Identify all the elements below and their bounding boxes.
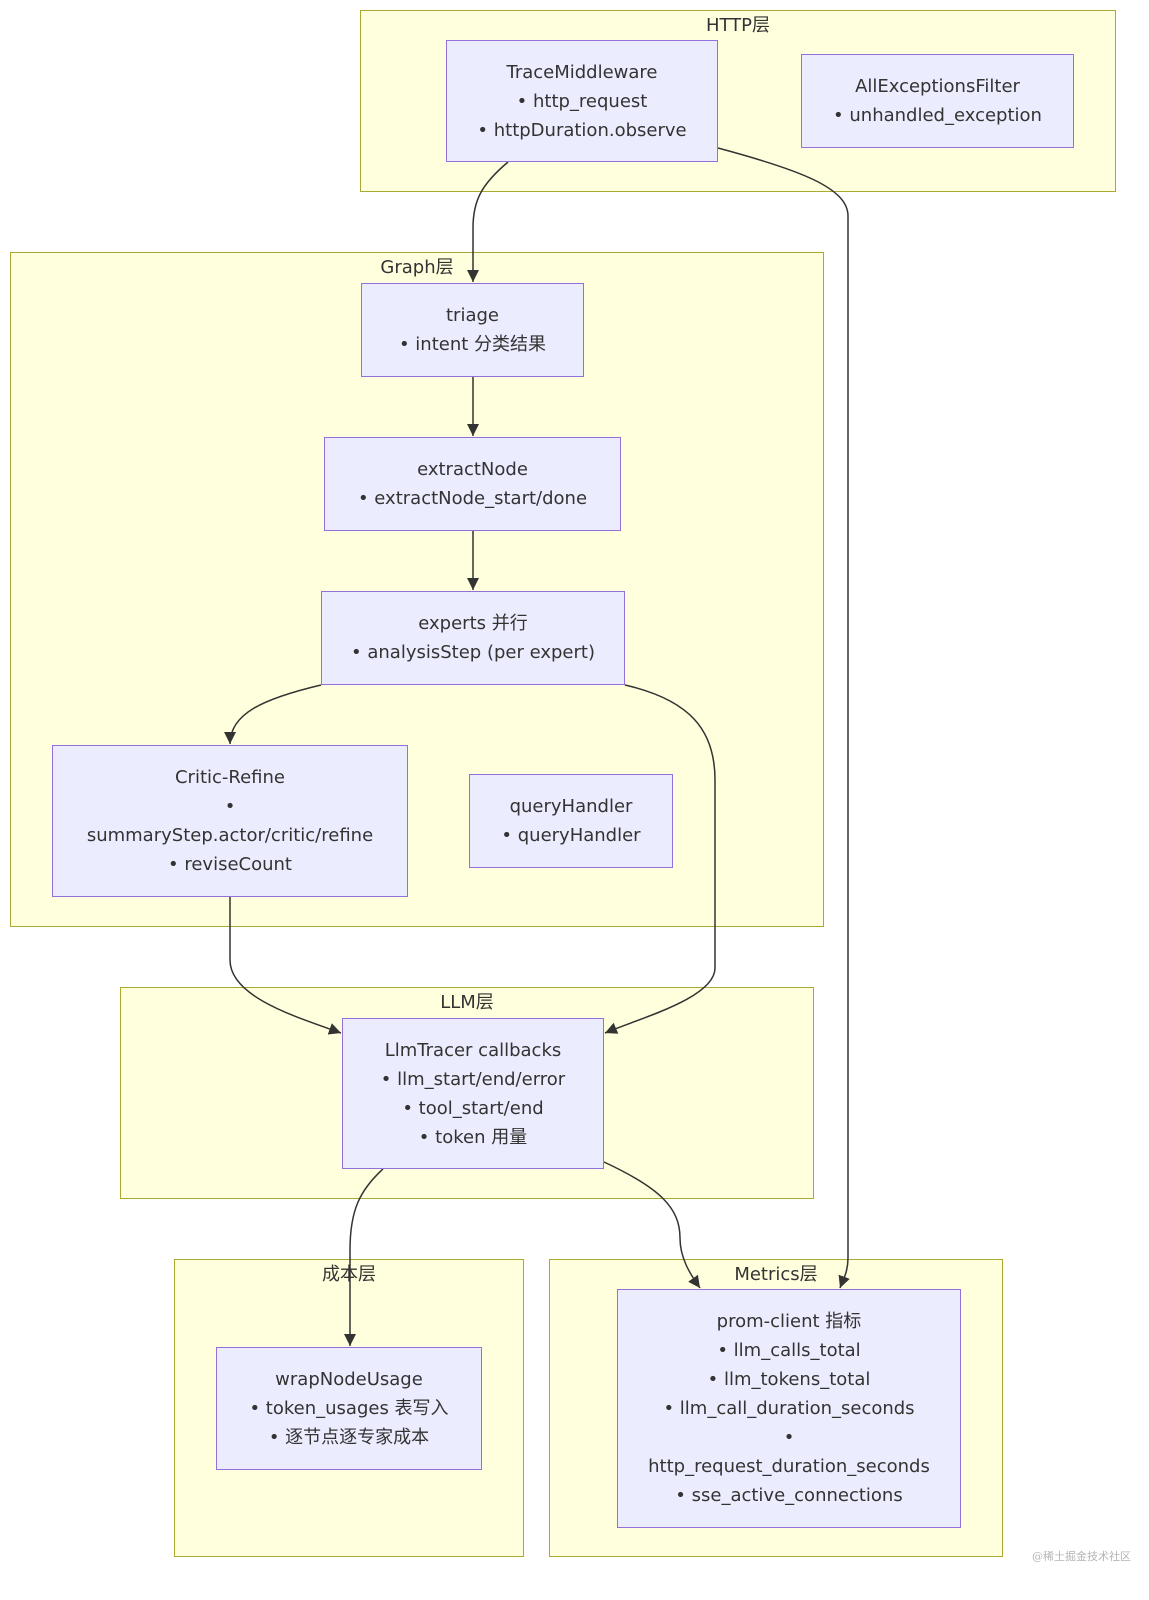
node-item: summaryStep.actor/critic/refine [86,825,374,846]
critic-refine-node: Critic-Refine • summaryStep.actor/critic… [52,745,408,897]
llm-tracer-node: LlmTracer callbacks • llm_start/end/erro… [342,1018,604,1169]
node-title: extractNode [417,459,528,480]
node-item: • http_request [516,90,648,112]
node-title: queryHandler [509,796,633,817]
node-item: • queryHandler [501,825,641,846]
node-item: • token_usages 表写入 [249,1398,449,1419]
node-item: • sse_active_connections [675,1485,903,1506]
node-item: http_request_duration_seconds [648,1456,930,1477]
node-item: • llm_start/end/error [380,1068,566,1090]
triage-node: triage • intent 分类结果 [361,283,584,377]
node-title: triage [446,305,499,326]
experts-node: experts 并行 • analysisStep (per expert) [321,591,625,685]
extract-node-node: extractNode • extractNode_start/done [324,437,621,531]
node-title: Critic-Refine [174,767,285,788]
all-exceptions-filter-node: AllExceptionsFilter • unhandled_exceptio… [801,54,1074,148]
node-item: • llm_calls_total [717,1340,861,1361]
node-item: • llm_call_duration_seconds [663,1398,915,1419]
prom-client-node: prom-client 指标 • llm_calls_total • llm_t… [617,1289,961,1528]
cluster-title: LLM层 [440,992,494,1013]
trace-middleware-node: TraceMiddleware • http_request • httpDur… [446,40,718,162]
node-item: • unhandled_exception [833,105,1042,126]
node-item: • httpDuration.observe [477,119,687,141]
cluster-title: Metrics层 [734,1264,818,1285]
cluster-title: 成本层 [322,1264,376,1285]
cluster-title: HTTP层 [705,15,771,36]
node-item: • intent 分类结果 [398,334,547,355]
node-item: • analysisStep (per expert) [351,642,595,663]
node-item: • tool_start/end [402,1097,544,1119]
node-item: • [224,796,236,817]
wrap-node-usage-node: wrapNodeUsage • token_usages 表写入 • 逐节点逐专… [216,1347,482,1470]
query-handler-node: queryHandler • queryHandler [469,774,673,868]
node-title: AllExceptionsFilter [855,76,1020,97]
node-title: wrapNodeUsage [275,1369,423,1390]
node-title: experts 并行 [418,613,528,634]
node-item: • token 用量 [418,1126,528,1148]
node-title: LlmTracer callbacks [384,1039,562,1061]
watermark: @稀土掘金技术社区 [1032,1550,1131,1563]
node-item: • reviseCount [168,854,292,875]
node-title: TraceMiddleware [506,61,658,83]
node-item: • [783,1427,795,1448]
node-item: • llm_tokens_total [707,1369,871,1390]
node-item: • 逐节点逐专家成本 [268,1427,430,1448]
node-item: • extractNode_start/done [357,488,588,509]
cluster-title: Graph层 [380,257,454,278]
node-title: prom-client 指标 [716,1311,862,1332]
